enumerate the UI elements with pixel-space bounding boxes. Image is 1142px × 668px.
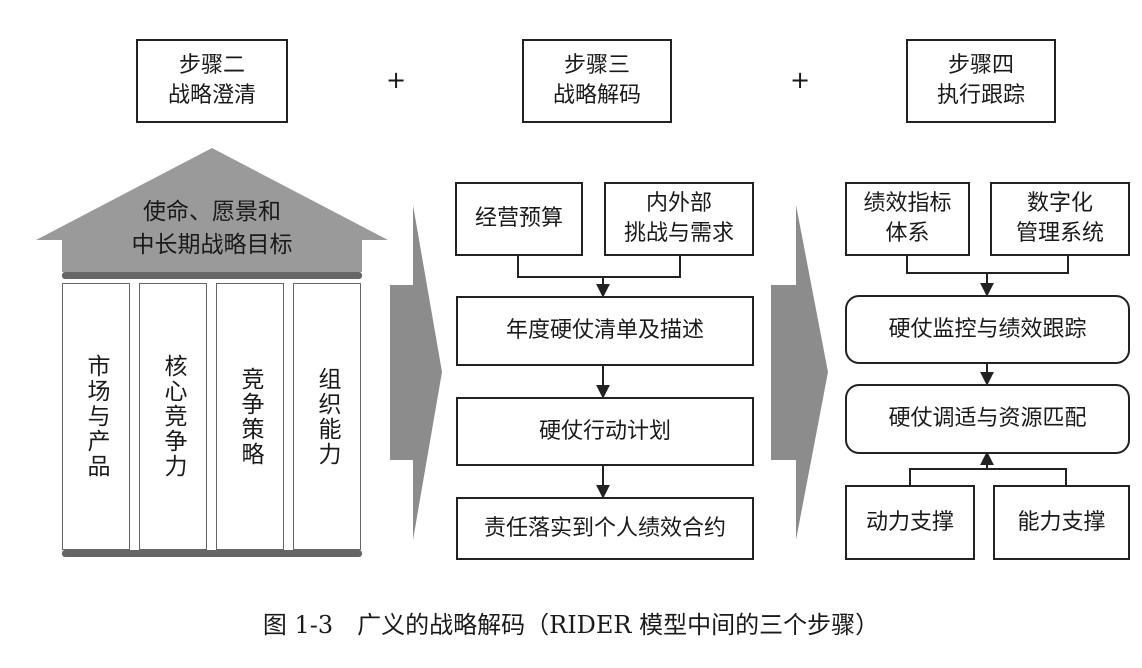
figure-caption: 图 1-3 广义的战略解码（RIDER 模型中间的三个步骤）: [262, 611, 880, 639]
track-input-kpi: 绩效指标 体系: [845, 182, 970, 256]
step4-number: 步骤四: [947, 53, 1014, 78]
decode-annual-battles: 年度硬仗清单及描述: [456, 296, 754, 366]
track-support-motivation-label: 动力支撑: [865, 509, 954, 535]
track-monitor: 硬仗监控与绩效跟踪: [845, 295, 1130, 364]
step3-title: 战略解码: [552, 83, 641, 108]
step2-header: 步骤二 战略澄清: [136, 39, 288, 123]
pillar-organization: 组织能力: [293, 283, 361, 550]
step3-number: 步骤三: [563, 53, 630, 78]
pillar-core-competence-label: 核心竞争力: [160, 354, 186, 479]
roof-line-2: 中长期战略目标: [131, 232, 293, 258]
track-support-capability: 能力支撑: [993, 485, 1130, 560]
step3-header: 步骤三 战略解码: [522, 39, 672, 123]
decode-input-budget-label: 经营预算: [474, 206, 563, 231]
decode-annual-battles-label: 年度硬仗清单及描述: [505, 318, 704, 343]
house-roof: [36, 148, 388, 240]
house-top-beam: [62, 272, 362, 279]
track-monitor-label: 硬仗监控与绩效跟踪: [888, 316, 1087, 342]
step4-header: 步骤四 执行跟踪: [906, 39, 1056, 123]
house-roof-text: 使命、愿景和 中长期战略目标: [62, 196, 362, 262]
track-support-capability-label: 能力支撑: [1017, 509, 1106, 535]
plus-sign-2: +: [790, 66, 811, 94]
connector-track-inputs: [906, 256, 1069, 274]
roof-line-1: 使命、愿景和: [143, 199, 281, 225]
track-input-digital-line2: 管理系统: [1015, 221, 1104, 246]
step2-title: 战略澄清: [167, 83, 256, 108]
decode-action-plan-label: 硬仗行动计划: [538, 418, 671, 444]
decode-input-budget: 经营预算: [455, 182, 583, 256]
pillar-core-competence: 核心竞争力: [139, 283, 207, 550]
connector-decode-inputs: [517, 256, 681, 278]
plus-sign-1: +: [386, 66, 407, 94]
pillar-market: 市场与产品: [62, 283, 130, 550]
track-input-digital-line1: 数字化: [1026, 191, 1093, 216]
pillar-competitive-strategy: 竞争策略: [216, 283, 284, 550]
decode-input-challenges-line1: 内外部: [645, 191, 712, 216]
track-input-kpi-line1: 绩效指标: [863, 191, 952, 216]
track-input-kpi-line2: 体系: [885, 221, 930, 246]
pillar-market-label: 市场与产品: [83, 354, 109, 479]
step2-number: 步骤二: [178, 53, 245, 78]
house-bottom-beam: [62, 550, 362, 557]
connector-supports: [909, 468, 1067, 485]
track-adjust-label: 硬仗调适与资源匹配: [888, 406, 1087, 431]
decode-action-plan: 硬仗行动计划: [456, 397, 754, 466]
decode-input-challenges: 内外部 挑战与需求: [604, 182, 754, 256]
track-adjust: 硬仗调适与资源匹配: [845, 384, 1130, 454]
track-input-digital: 数字化 管理系统: [990, 182, 1130, 256]
decode-performance-contract-label: 责任落实到个人绩效合约: [483, 515, 726, 541]
step4-title: 执行跟踪: [936, 83, 1025, 108]
house-roof-base: [62, 240, 362, 272]
big-arrow-2: [771, 205, 828, 540]
big-arrow-1: [390, 205, 442, 540]
decode-input-challenges-line2: 挑战与需求: [623, 221, 734, 246]
pillar-competitive-strategy-label: 竞争策略: [237, 366, 263, 467]
track-support-motivation: 动力支撑: [845, 485, 975, 560]
decode-performance-contract: 责任落实到个人绩效合约: [456, 497, 754, 560]
pillar-organization-label: 组织能力: [314, 366, 340, 467]
